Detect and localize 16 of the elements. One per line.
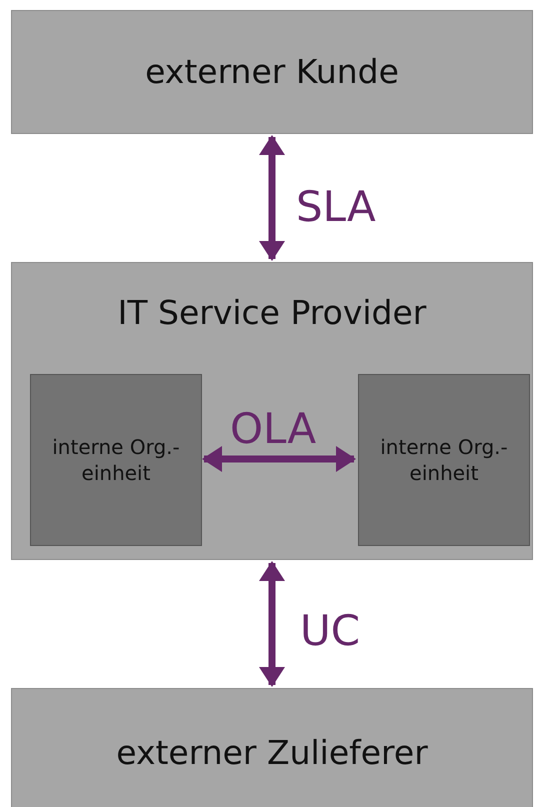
node-label: externer Kunde — [144, 52, 400, 92]
double-arrow — [202, 446, 356, 472]
double-arrow — [259, 135, 285, 261]
node-label: IT Service Provider — [116, 293, 428, 333]
edge-label: SLA — [296, 186, 376, 228]
edge-label: OLA — [230, 408, 316, 450]
entity-box — [11, 10, 533, 134]
node-label: externer Zulieferer — [115, 733, 429, 773]
edge-label: UC — [300, 610, 360, 652]
node-label: interne Org.-einheit — [379, 434, 509, 486]
entity-box — [11, 688, 533, 807]
unit-box — [30, 374, 202, 546]
double-arrow — [259, 561, 285, 687]
unit-box — [358, 374, 530, 546]
node-label: interne Org.-einheit — [51, 434, 181, 486]
entity-box — [11, 262, 533, 560]
